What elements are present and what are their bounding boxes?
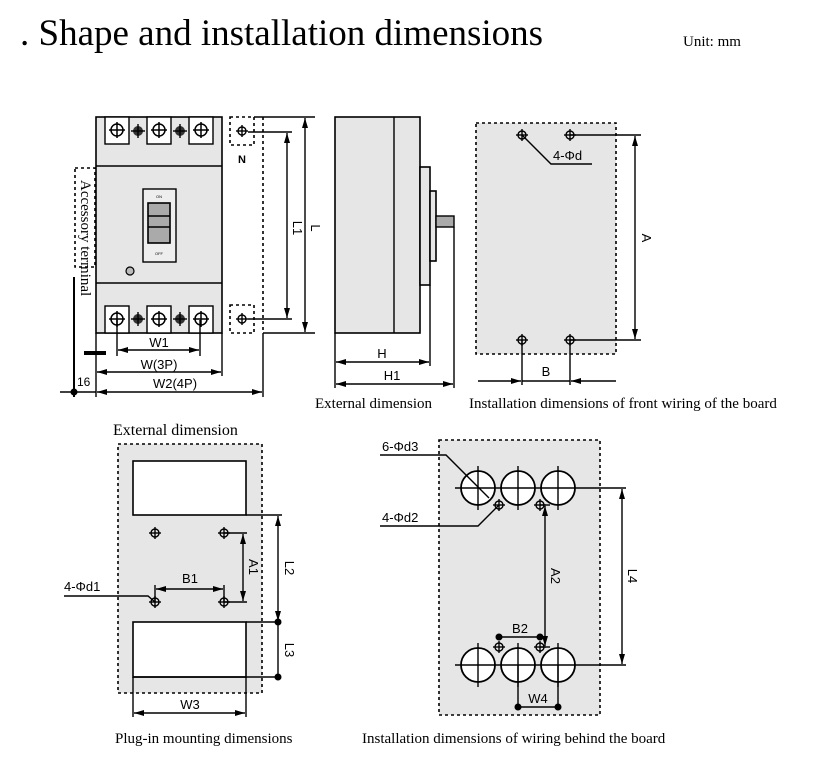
page-title: . Shape and installation dimensions <box>20 13 543 54</box>
holes-4-d2: 4-Φd2 <box>382 510 418 525</box>
dim-b2: B2 <box>512 621 528 636</box>
dim-l: L <box>308 224 323 231</box>
dim-l1: L1 <box>290 221 305 235</box>
dim-16: 16 <box>77 375 91 389</box>
behind-wiring-drawing: 6-Φd3 4-Φd2 A2 L4 B2 W4 Installation dim… <box>362 439 666 747</box>
side-view-drawing: H H1 External dimension <box>315 116 455 412</box>
front-wiring-drawing: 4-Φd A B Installation dimensions of fron… <box>469 122 777 412</box>
dim-w2-4p: W2(4P) <box>153 376 197 391</box>
unit-label: Unit: mm <box>683 34 741 50</box>
test-button <box>125 266 135 276</box>
dim-b1: B1 <box>182 571 198 586</box>
switch-off-label: OFF <box>155 251 164 256</box>
bottom-terminals <box>104 305 214 334</box>
dim-l2: L2 <box>282 561 297 575</box>
switch-on-label: ON <box>156 194 162 199</box>
dim-h1: H1 <box>384 368 401 383</box>
holes-4-d1: 4-Φd1 <box>64 579 100 594</box>
top-terminals <box>104 116 214 145</box>
caption-behind-wiring: Installation dimensions of wiring behind… <box>362 731 666 747</box>
holes-6-d3: 6-Φd3 <box>382 439 418 454</box>
caption-plug-in: Plug-in mounting dimensions <box>115 731 293 747</box>
caption-front-wiring: Installation dimensions of front wiring … <box>469 396 777 412</box>
dim-w-3p: W(3P) <box>141 357 178 372</box>
dim-h: H <box>377 346 386 361</box>
dim-l4: L4 <box>625 569 640 583</box>
dim-a1: A1 <box>246 559 261 575</box>
dim-w4: W4 <box>528 691 548 706</box>
accessory-terminal-label: Accessory terminal <box>77 180 93 296</box>
holes-4-d: 4-Φd <box>553 148 582 163</box>
dim-w3: W3 <box>180 697 200 712</box>
caption-external-dimension-front: External dimension <box>113 422 238 439</box>
dim-a: A <box>639 234 654 243</box>
n-pole-label: N <box>238 154 246 166</box>
front-view-drawing: ON OFF N L1 L Accessory terminal 16 W1 W… <box>60 116 323 439</box>
caption-external-dimension-side: External dimension <box>315 396 433 412</box>
plug-in-mounting-drawing: A1 B1 4-Φd1 L2 L3 W3 Plug-in mounting di… <box>64 443 297 747</box>
dim-a2: A2 <box>548 568 563 584</box>
dim-l3: L3 <box>282 643 297 657</box>
dim-b: B <box>542 364 551 379</box>
dim-w1: W1 <box>149 335 169 350</box>
